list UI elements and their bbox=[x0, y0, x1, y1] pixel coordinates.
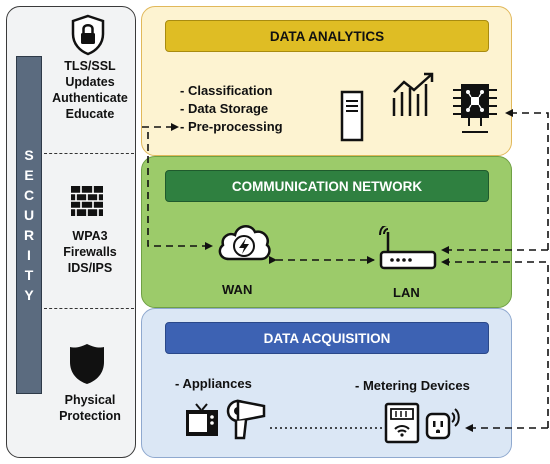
processor-chip-icon bbox=[453, 84, 497, 133]
communication-network-banner: COMMUNICATION NETWORK bbox=[165, 170, 489, 202]
server-icon bbox=[340, 90, 364, 142]
shield-lock-icon bbox=[71, 14, 105, 56]
right-to-analytics-arrow bbox=[505, 109, 549, 250]
tv-icon bbox=[186, 403, 218, 436]
preprocessing-to-wan-arrow bbox=[147, 132, 213, 250]
security-letter: Y bbox=[24, 287, 34, 303]
smart-plug-icon bbox=[425, 408, 460, 440]
hair-dryer-icon bbox=[226, 399, 266, 440]
security-divider bbox=[44, 153, 134, 154]
analytics-item: - Pre-processing bbox=[180, 119, 283, 134]
security-label-1: TLS/SSL Updates Authenticate Educate bbox=[52, 59, 128, 121]
data-analytics-banner: DATA ANALYTICS bbox=[165, 20, 489, 52]
lan-label: LAN bbox=[393, 285, 420, 300]
analytics-item: - Classification bbox=[180, 83, 273, 98]
shield-icon bbox=[70, 344, 104, 384]
security-label-3: Physical Protection bbox=[59, 393, 121, 423]
firewall-brick-icon bbox=[71, 186, 103, 216]
metering-devices-label: - Metering Devices bbox=[355, 378, 470, 393]
security-title: S E C U R I T Y bbox=[17, 57, 41, 393]
security-letter: C bbox=[23, 187, 35, 203]
security-letter: T bbox=[24, 267, 34, 283]
security-letter: U bbox=[23, 207, 35, 223]
cloud-lightning-icon bbox=[218, 225, 271, 261]
wan-label: WAN bbox=[222, 282, 253, 297]
security-letter: I bbox=[27, 247, 31, 263]
meter-icon bbox=[384, 402, 420, 444]
security-letter: E bbox=[24, 167, 34, 183]
analytics-item: - Data Storage bbox=[180, 101, 269, 116]
security-bar: S E C U R I T Y bbox=[16, 56, 42, 394]
right-to-lan-arrow-2 bbox=[441, 258, 549, 428]
security-divider bbox=[44, 308, 134, 309]
appliances-label: - Appliances bbox=[175, 376, 252, 391]
growth-chart-icon bbox=[392, 72, 434, 116]
data-acquisition-banner: DATA ACQUISITION bbox=[165, 322, 489, 354]
security-letter: S bbox=[24, 147, 34, 163]
security-letter: R bbox=[23, 227, 35, 243]
security-label-2: WPA3 Firewalls IDS/IPS bbox=[63, 229, 117, 275]
router-icon bbox=[379, 226, 437, 270]
